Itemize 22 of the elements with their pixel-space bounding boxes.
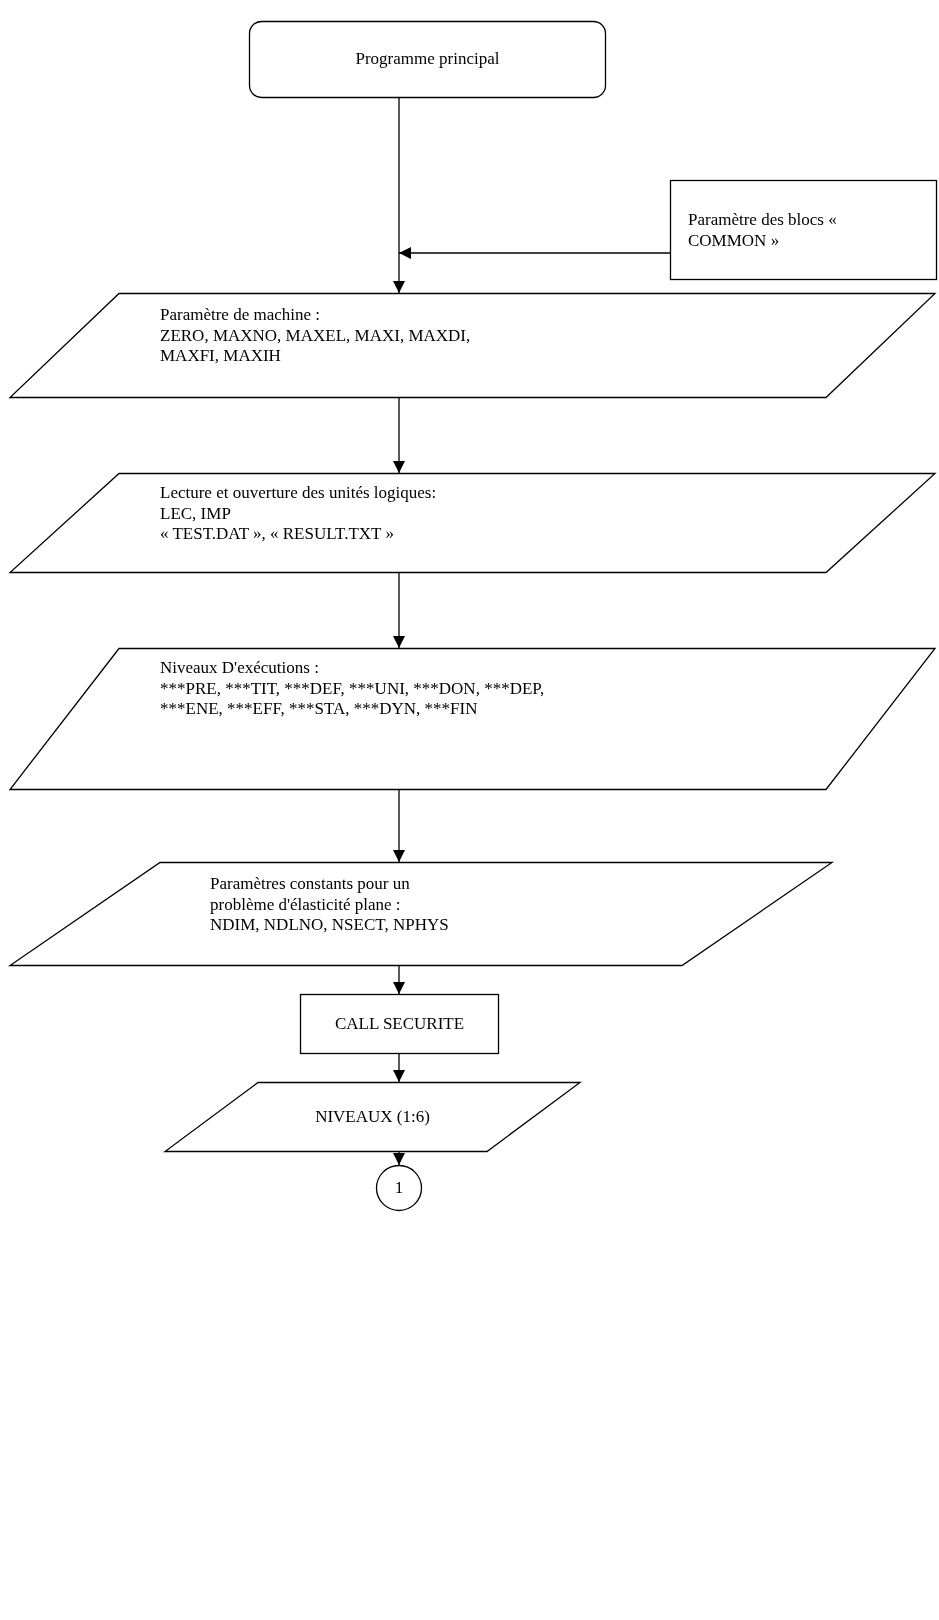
box-heading: Lecture et ouverture des unités logiques: xyxy=(160,483,437,504)
arrow xyxy=(393,1053,405,1083)
box-heading: Niveaux D'exécutions : xyxy=(160,658,319,679)
box-text: Programme principal xyxy=(355,49,500,70)
box-text: LEC, IMP xyxy=(160,503,231,525)
box-text: NIVEAUX (1:6) xyxy=(315,1106,430,1128)
box-text: ZERO, MAXNO, MAXEL, MAXI, MAXDI, MAXFI, MAXIH xyxy=(160,325,472,368)
box-text: Paramètre des blocs « COMMON » xyxy=(688,210,838,252)
arrow xyxy=(393,572,405,649)
box-text: CALL SECURITE xyxy=(334,1013,465,1035)
arrow xyxy=(393,965,405,995)
box-text: 1 xyxy=(394,1177,404,1199)
arrow xyxy=(398,247,671,259)
box-heading: Paramètre de machine : xyxy=(160,305,320,326)
arrow xyxy=(393,1151,405,1166)
arrow xyxy=(393,789,405,863)
box-text: « TEST.DAT », « RESULT.TXT » xyxy=(160,524,394,546)
arrow xyxy=(393,397,405,474)
arrow xyxy=(393,97,405,294)
box-text: ***PRE, ***TIT, ***DEF, ***UNI, ***DON, ***DEP, ***ENE, ***EFF, ***STA, ***DYN, ***FIN xyxy=(160,678,546,721)
box-heading: Paramètres constants pour un problème d'élasticité plane : xyxy=(210,874,411,916)
box-text: NDIM, NDLNO, NSECT, NPHYS xyxy=(210,915,449,937)
